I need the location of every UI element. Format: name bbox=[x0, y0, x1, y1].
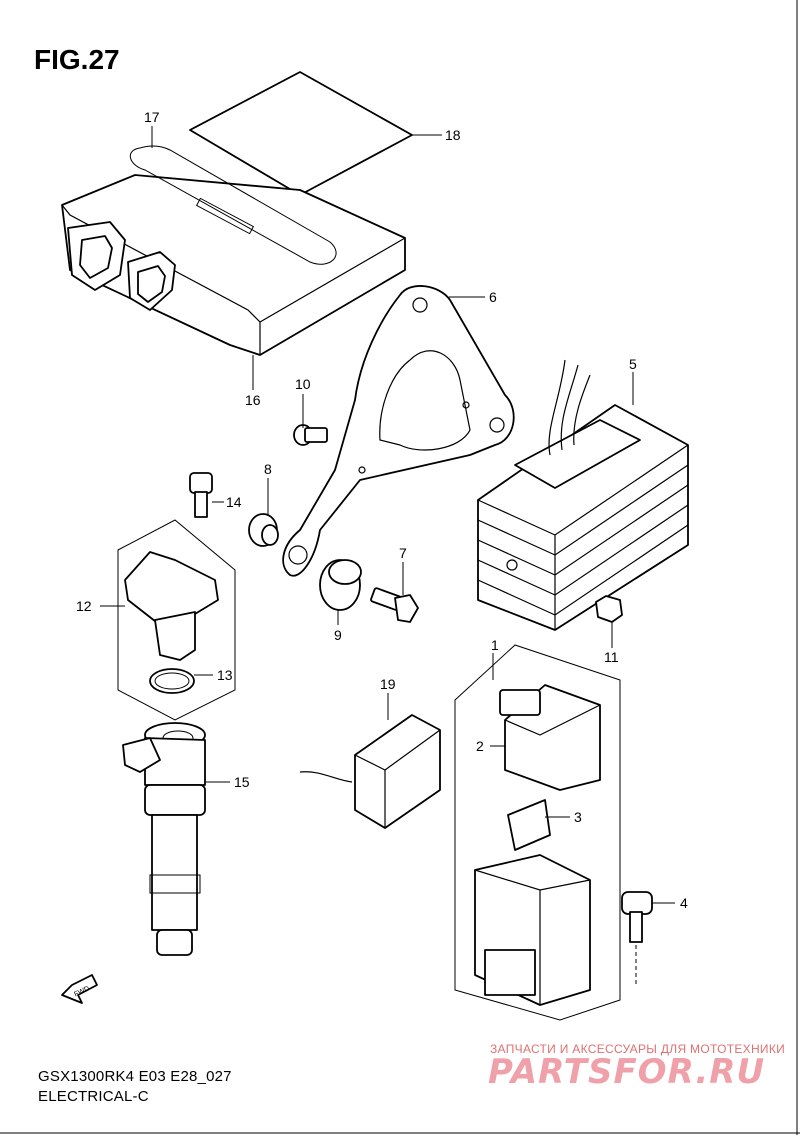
fwd-arrow: FWD bbox=[61, 974, 98, 1004]
ignition-coil bbox=[122, 722, 206, 956]
grommet-9 bbox=[319, 559, 362, 611]
callout-4: 4 bbox=[680, 895, 688, 911]
callout-16: 16 bbox=[245, 392, 261, 408]
bolt-7 bbox=[370, 587, 419, 623]
model-code: GSX1300RK4 E03 E28_027 bbox=[38, 1068, 232, 1085]
relay-19 bbox=[299, 714, 441, 829]
leader-lines bbox=[100, 126, 675, 904]
callout-14: 14 bbox=[226, 494, 242, 510]
bracket bbox=[282, 285, 515, 577]
cam-sensor-group bbox=[117, 519, 236, 721]
callout-5: 5 bbox=[629, 356, 637, 372]
screw-4 bbox=[621, 891, 653, 985]
bolt-14 bbox=[189, 472, 213, 518]
pad-sheet bbox=[189, 71, 413, 196]
callout-18: 18 bbox=[445, 127, 461, 143]
callout-1: 1 bbox=[491, 637, 499, 653]
callout-12: 12 bbox=[76, 598, 92, 614]
watermark-logo: PARTSFOR.RU bbox=[488, 1052, 766, 1092]
figure-title: FIG.27 bbox=[34, 44, 120, 75]
nut-11 bbox=[595, 595, 623, 623]
callout-6: 6 bbox=[489, 289, 497, 305]
callout-7: 7 bbox=[399, 545, 407, 561]
ecm-unit bbox=[61, 145, 406, 356]
callout-10: 10 bbox=[295, 376, 311, 392]
bolt-10 bbox=[293, 424, 328, 446]
section-name: ELECTRICAL-C bbox=[38, 1088, 149, 1105]
callout-17: 17 bbox=[144, 109, 160, 125]
watermark-tagline: ЗАПЧАСТИ И АКСЕССУАРЫ ДЛЯ МОТОТЕХНИКИ bbox=[490, 1042, 786, 1056]
callout-8: 8 bbox=[264, 461, 272, 477]
callout-11: 11 bbox=[604, 649, 619, 665]
regulator-rectifier bbox=[477, 359, 689, 631]
callout-15: 15 bbox=[234, 774, 250, 790]
callout-13: 13 bbox=[217, 667, 233, 683]
callout-2: 2 bbox=[476, 738, 484, 754]
collar-8 bbox=[248, 513, 279, 547]
fuse-box-group bbox=[454, 644, 621, 1021]
callout-labels: 1 2 3 4 5 6 7 8 9 10 11 12 13 14 15 16 1… bbox=[76, 109, 688, 911]
callout-19: 19 bbox=[380, 676, 396, 692]
callout-3: 3 bbox=[574, 809, 582, 825]
ecm-gasket bbox=[130, 145, 337, 265]
callout-9: 9 bbox=[334, 627, 342, 643]
